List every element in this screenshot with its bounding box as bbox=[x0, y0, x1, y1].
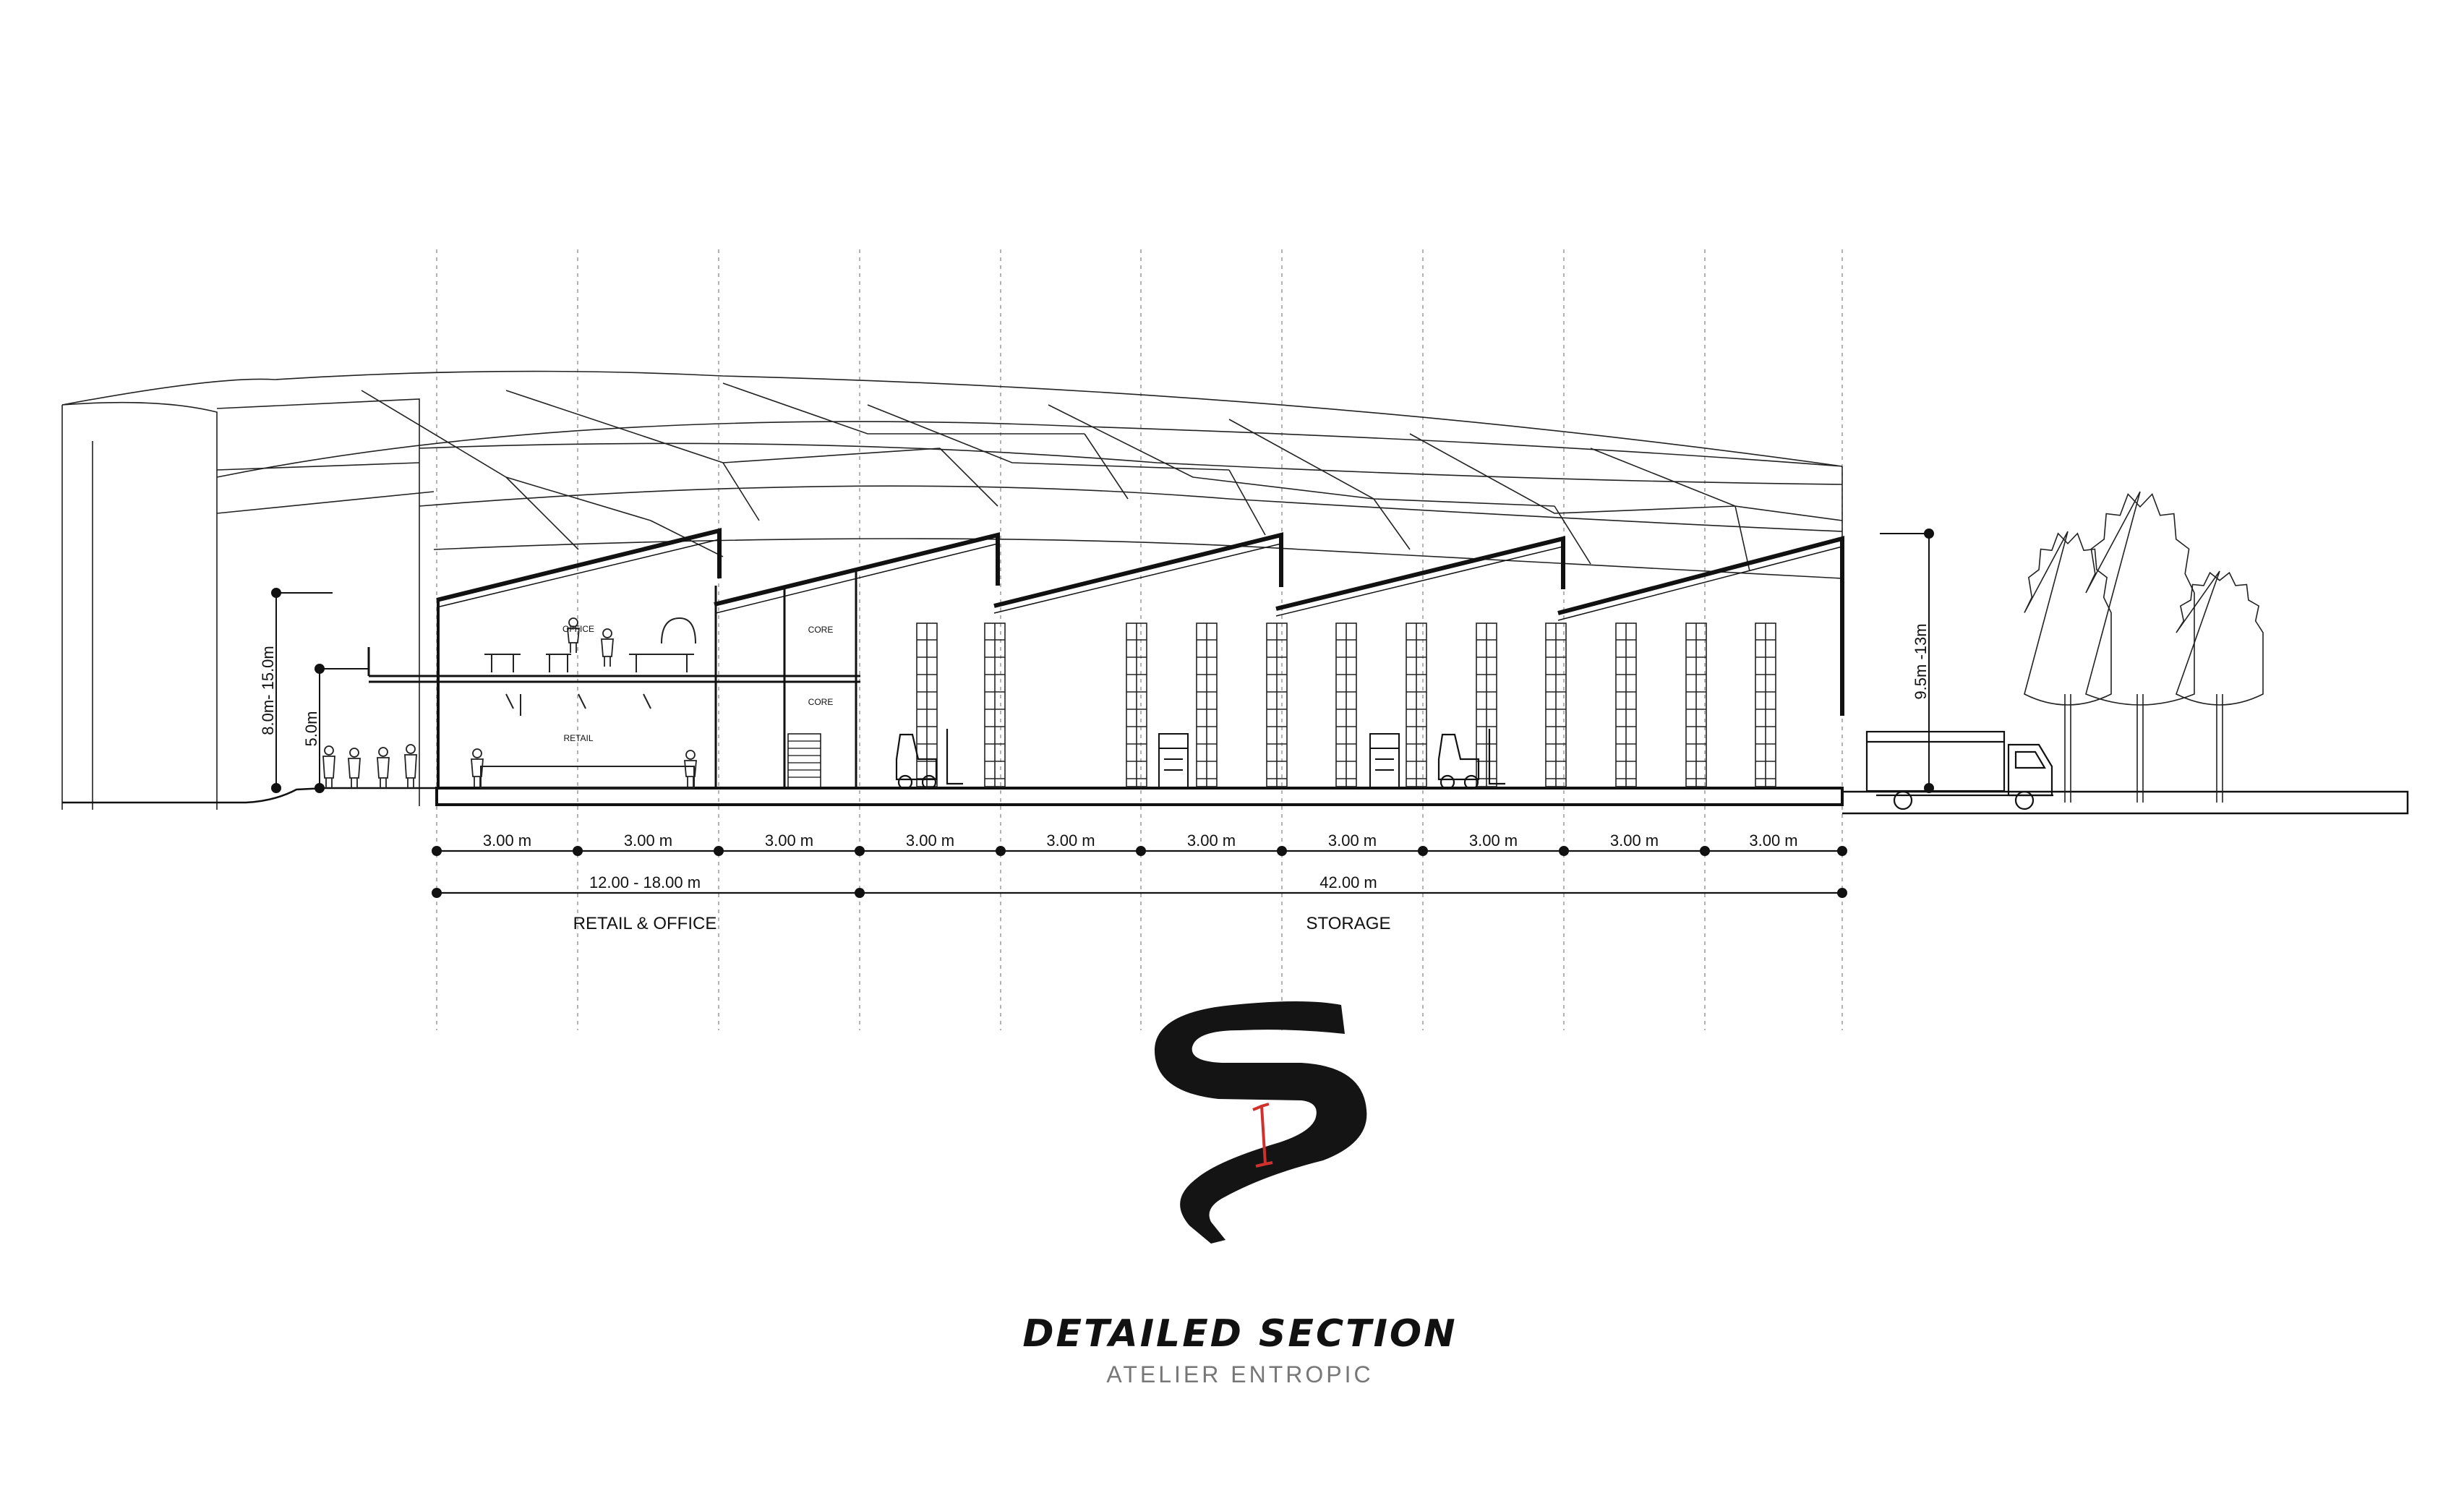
person-icon bbox=[684, 750, 697, 787]
canopy-mesh bbox=[61, 370, 1843, 810]
room-label-core-lower: CORE bbox=[808, 697, 834, 707]
span-retail-office: 12.00 - 18.00 m bbox=[589, 873, 701, 891]
forklift-icon bbox=[895, 729, 963, 790]
forklift-icon bbox=[1437, 729, 1505, 790]
storage-window bbox=[1196, 622, 1218, 787]
bay-dimension-label: 3.00 m bbox=[1046, 831, 1095, 850]
bay-dimension-label: 3.00 m bbox=[906, 831, 954, 850]
storage-window bbox=[1266, 622, 1288, 787]
span-storage: 42.00 m bbox=[1319, 873, 1377, 891]
person-icon bbox=[377, 747, 390, 788]
tree-icon bbox=[2085, 491, 2195, 803]
bay-dimension-label: 3.00 m bbox=[483, 831, 531, 850]
height-label-canopy: 8.0m- 15.0m bbox=[259, 646, 277, 735]
dimension-dot bbox=[1136, 846, 1146, 856]
dimension-dot bbox=[1837, 846, 1847, 856]
tree-icon bbox=[2024, 531, 2112, 803]
truck-icon bbox=[1865, 730, 2053, 810]
person-icon bbox=[567, 617, 580, 653]
storage-window bbox=[1615, 622, 1637, 787]
dimension-dot bbox=[714, 846, 724, 856]
person-icon bbox=[322, 745, 335, 788]
height-label-truck: 9.5m -13m bbox=[1912, 623, 1930, 699]
forklifts bbox=[895, 729, 1505, 790]
bay-dimension-label: 3.00 m bbox=[1469, 831, 1518, 850]
room-label-core-upper: CORE bbox=[808, 625, 834, 635]
zone-label-storage: STORAGE bbox=[1306, 914, 1391, 933]
dimension-dot bbox=[432, 846, 442, 856]
storage-windows bbox=[916, 622, 1776, 787]
room-label-retail: RETAIL bbox=[563, 733, 593, 743]
storage-window bbox=[1755, 622, 1776, 787]
drawing-title: DETAILED SECTION bbox=[1022, 1312, 1457, 1356]
ground-line bbox=[62, 787, 2409, 815]
person-icon bbox=[348, 748, 361, 788]
storage-window bbox=[1406, 622, 1427, 787]
dimension-dot bbox=[432, 888, 442, 898]
height-markers bbox=[271, 529, 1934, 793]
storage-window bbox=[1335, 622, 1357, 787]
dimension-dot bbox=[996, 846, 1006, 856]
office-furniture bbox=[480, 617, 696, 789]
dimension-dot bbox=[855, 846, 865, 856]
dimension-dot bbox=[1837, 888, 1847, 898]
storage-window bbox=[1126, 622, 1147, 787]
dimension-dot bbox=[1700, 846, 1710, 856]
zone-label-retail-office: RETAIL & OFFICE bbox=[573, 914, 717, 933]
people bbox=[322, 617, 697, 788]
building-section bbox=[367, 528, 1844, 806]
dimension-dot bbox=[855, 888, 865, 898]
room-label-office: OFFICE bbox=[562, 624, 594, 634]
person-icon bbox=[471, 748, 484, 787]
storage-window bbox=[1476, 622, 1497, 787]
bay-dimension-label: 3.00 m bbox=[1749, 831, 1797, 850]
person-icon bbox=[404, 744, 417, 788]
person-icon bbox=[601, 628, 614, 667]
drawing-subtitle: ATELIER ENTROPIC bbox=[1106, 1361, 1373, 1387]
bay-dimension-label: 3.00 m bbox=[1187, 831, 1236, 850]
rack-units bbox=[1158, 733, 1400, 789]
height-label-street: 5.0m bbox=[302, 711, 320, 747]
dimension-dot bbox=[1418, 846, 1428, 856]
trees bbox=[2024, 491, 2264, 803]
dimension-ticks bbox=[432, 846, 1847, 898]
bay-dimension-label: 3.00 m bbox=[624, 831, 672, 850]
storage-window bbox=[916, 622, 938, 787]
tree-icon bbox=[2176, 570, 2264, 803]
bay-dimension-label: 3.00 m bbox=[765, 831, 813, 850]
logo-icon bbox=[1154, 1001, 1367, 1244]
bay-dimension-labels: 3.00 m 3.00 m 3.00 m 3.00 m 3.00 m 3.00 m 3.00… bbox=[483, 831, 1798, 850]
dimension-dot bbox=[573, 846, 583, 856]
dimension-dot bbox=[1277, 846, 1287, 856]
bay-dimension-label: 3.00 m bbox=[1610, 831, 1659, 850]
storage-window bbox=[984, 622, 1006, 787]
storage-window bbox=[1545, 622, 1567, 787]
storage-window bbox=[1685, 622, 1707, 787]
bay-dimension-label: 3.00 m bbox=[1328, 831, 1377, 850]
dimension-dot bbox=[1559, 846, 1569, 856]
